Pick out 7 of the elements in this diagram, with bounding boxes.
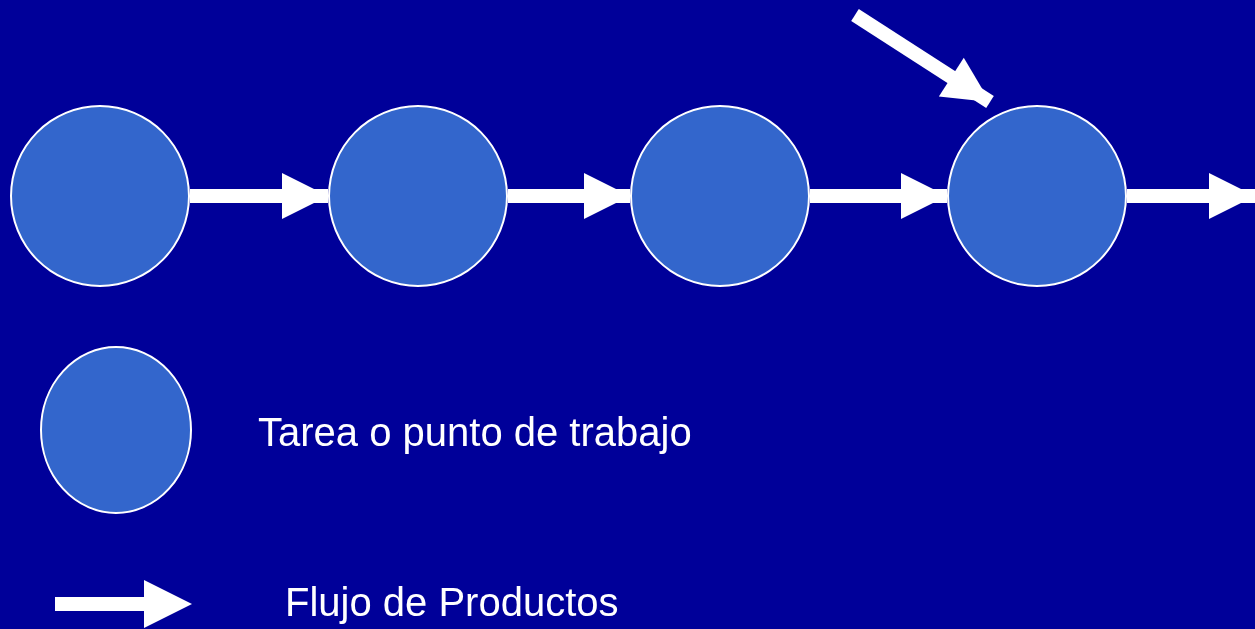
legend-text: Tarea o punto de trabajo bbox=[258, 410, 692, 454]
arrow bbox=[508, 173, 630, 219]
arrow bbox=[810, 173, 947, 219]
legend-text: Flujo de Productos bbox=[285, 580, 619, 624]
arrow bbox=[851, 9, 994, 108]
arrow bbox=[190, 173, 328, 219]
arrow bbox=[1127, 173, 1255, 219]
